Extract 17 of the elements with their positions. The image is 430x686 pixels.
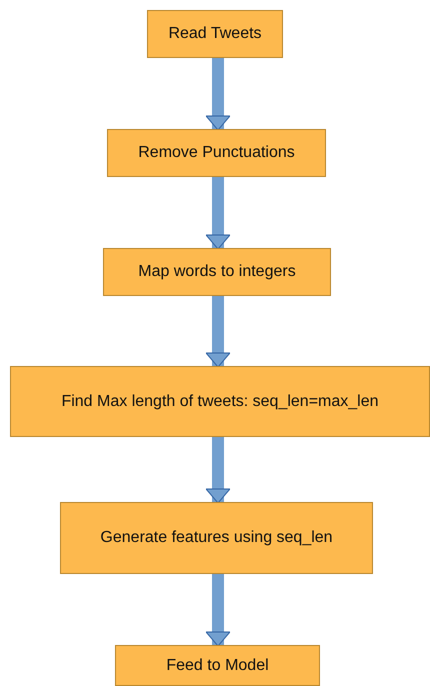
process-box (147, 10, 283, 58)
process-box (60, 502, 373, 574)
process-box (115, 645, 320, 686)
step-label: Feed to Model (166, 656, 269, 674)
process-box (10, 366, 430, 437)
process-box (107, 129, 326, 177)
block-arrow (206, 574, 230, 646)
block-arrow (206, 296, 230, 368)
step-label: Remove Punctuations (138, 144, 295, 162)
step-label: Generate features using seq_len (100, 529, 333, 547)
block-arrow (206, 177, 230, 250)
step-label: Map words to integers (138, 263, 296, 281)
step-label: Read Tweets (168, 25, 262, 43)
block-arrow (206, 58, 230, 130)
step-label: Find Max length of tweets: seq_len=max_len (61, 392, 379, 410)
block-arrow (206, 437, 230, 504)
process-box (103, 248, 331, 296)
